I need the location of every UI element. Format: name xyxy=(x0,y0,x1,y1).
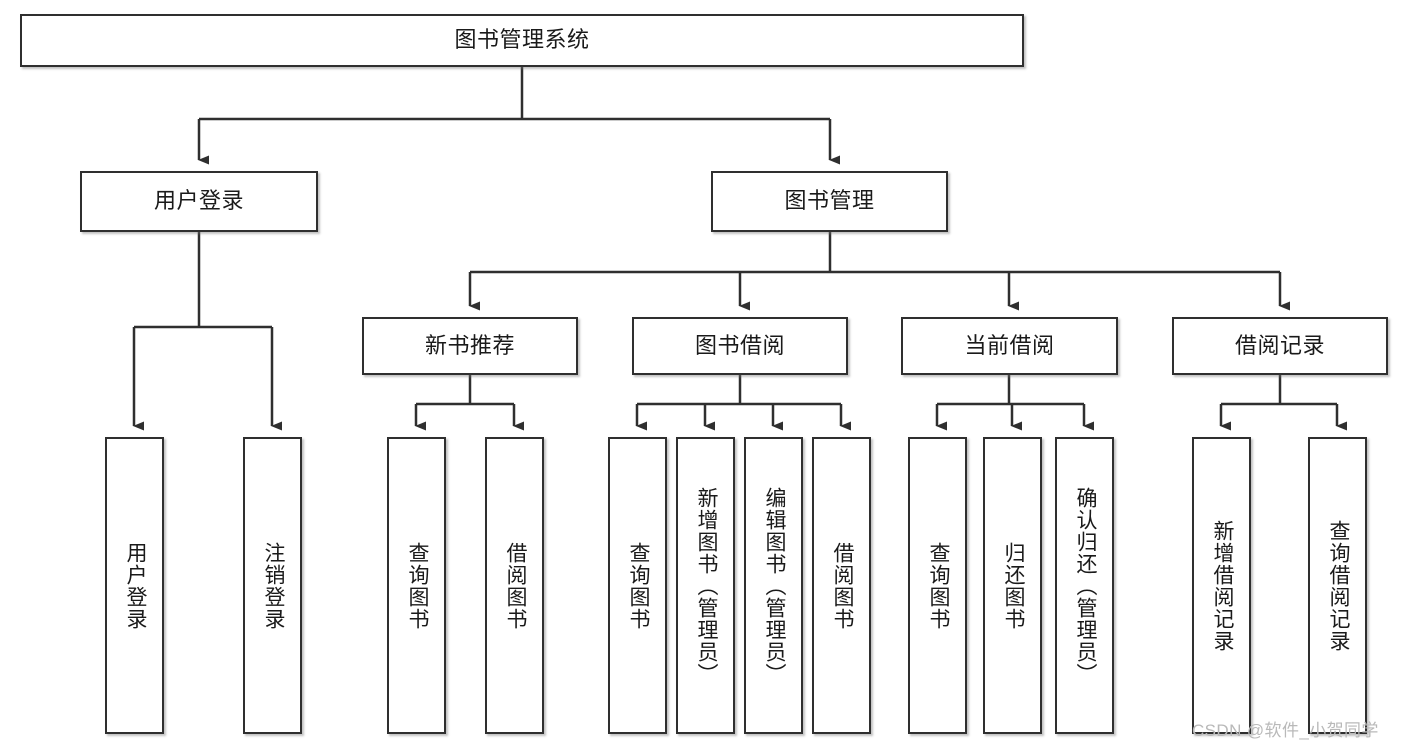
node-book-borrow[interactable]: 图书借阅 xyxy=(632,317,848,375)
leaf-add-borrow-record-label: 新增借阅记录 xyxy=(1210,519,1234,652)
node-borrow-record-label: 借阅记录 xyxy=(1234,332,1325,358)
leaf-query-book-nbr[interactable]: 查询图书 xyxy=(387,437,446,734)
leaf-query-book-cb-label: 查询图书 xyxy=(926,541,950,630)
leaf-user-login[interactable]: 用户登录 xyxy=(105,437,164,734)
node-new-book-recommend[interactable]: 新书推荐 xyxy=(362,317,578,375)
leaf-borrow-book-bb[interactable]: 借阅图书 xyxy=(812,437,871,734)
node-book-management-label: 图书管理 xyxy=(784,188,875,214)
leaf-add-book-admin[interactable]: 新增图书（管理员） xyxy=(676,437,735,734)
leaf-edit-book-admin-label: 编辑图书（管理员） xyxy=(762,486,786,685)
leaf-query-book-cb[interactable]: 查询图书 xyxy=(908,437,967,734)
node-root-label: 图书管理系统 xyxy=(454,27,590,53)
leaf-return-book-label: 归还图书 xyxy=(1001,541,1025,630)
node-user-login-label: 用户登录 xyxy=(153,188,244,214)
node-new-book-recommend-label: 新书推荐 xyxy=(424,332,515,358)
leaf-edit-book-admin[interactable]: 编辑图书（管理员） xyxy=(744,437,803,734)
node-root[interactable]: 图书管理系统 xyxy=(20,14,1024,67)
leaf-borrow-book-nbr[interactable]: 借阅图书 xyxy=(485,437,544,734)
leaf-confirm-return-admin-label: 确认归还（管理员） xyxy=(1073,486,1097,685)
node-current-borrow-label: 当前借阅 xyxy=(964,332,1055,358)
leaf-return-book[interactable]: 归还图书 xyxy=(983,437,1042,734)
leaf-add-book-admin-label: 新增图书（管理员） xyxy=(694,486,718,685)
leaf-query-borrow-record[interactable]: 查询借阅记录 xyxy=(1308,437,1367,734)
leaf-user-login-label: 用户登录 xyxy=(123,541,147,630)
leaf-logout[interactable]: 注销登录 xyxy=(243,437,302,734)
leaf-add-borrow-record[interactable]: 新增借阅记录 xyxy=(1192,437,1251,734)
leaf-borrow-book-nbr-label: 借阅图书 xyxy=(503,541,527,630)
leaf-query-book-bb-label: 查询图书 xyxy=(626,541,650,630)
node-user-login[interactable]: 用户登录 xyxy=(80,171,318,232)
leaf-query-borrow-record-label: 查询借阅记录 xyxy=(1326,519,1350,652)
node-book-management[interactable]: 图书管理 xyxy=(711,171,948,232)
node-current-borrow[interactable]: 当前借阅 xyxy=(901,317,1118,375)
node-borrow-record[interactable]: 借阅记录 xyxy=(1172,317,1388,375)
leaf-logout-label: 注销登录 xyxy=(261,541,285,630)
leaf-query-book-nbr-label: 查询图书 xyxy=(405,541,429,630)
leaf-borrow-book-bb-label: 借阅图书 xyxy=(830,541,854,630)
leaf-query-book-bb[interactable]: 查询图书 xyxy=(608,437,667,734)
node-book-borrow-label: 图书借阅 xyxy=(694,332,785,358)
leaf-confirm-return-admin[interactable]: 确认归还（管理员） xyxy=(1055,437,1114,734)
